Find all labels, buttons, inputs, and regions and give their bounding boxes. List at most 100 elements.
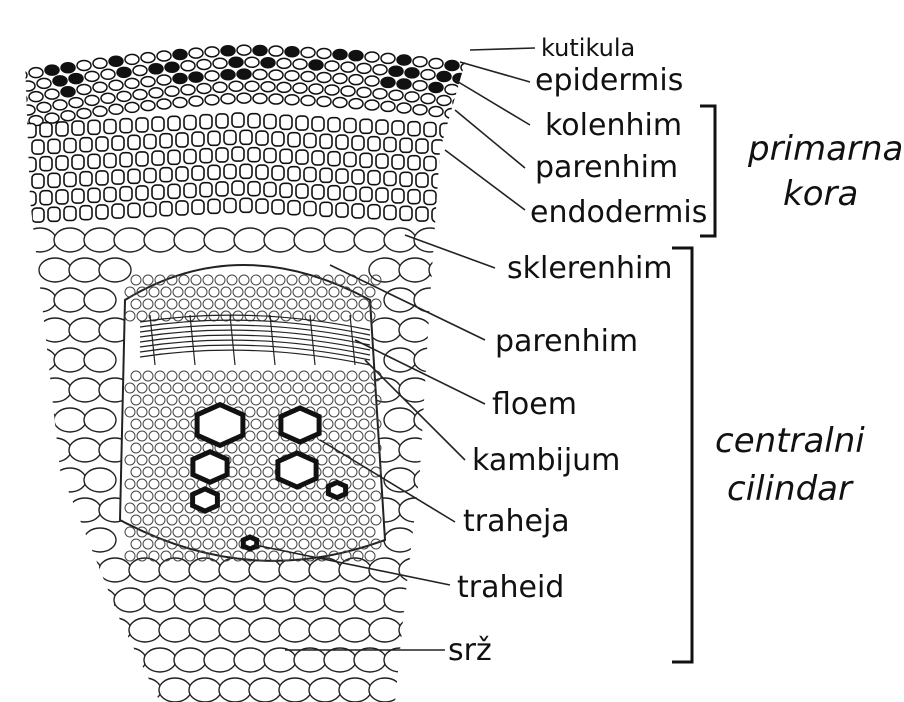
pith-cell: [39, 498, 71, 522]
epidermis-cell: [365, 76, 379, 86]
cortex-cell: [400, 138, 412, 152]
epidermis-cell: [21, 81, 35, 91]
pith-cell: [114, 588, 146, 612]
pith-cell: [429, 438, 461, 462]
pith-cell: [54, 348, 86, 372]
cortex-cell: [360, 119, 372, 133]
epidermis-cell: [357, 63, 371, 73]
pith-cell: [204, 588, 236, 612]
epidermis-cell: [405, 92, 419, 102]
cortex-cell: [72, 121, 84, 135]
epidermis-cell: [349, 99, 363, 109]
epidermis-cell: [125, 102, 139, 112]
epidermis-cell: [77, 60, 91, 70]
epidermis-cell: [125, 54, 139, 64]
cortex-cell: [328, 152, 340, 166]
pith-cell: [399, 618, 431, 642]
epidermis-cell: [141, 77, 155, 87]
cortex-cell: [352, 170, 364, 184]
cortex-cell: [184, 116, 196, 130]
epidermis-cell: [437, 95, 451, 105]
cortex-cell: [152, 185, 164, 199]
pith-cell: [174, 228, 206, 252]
pith-cell: [54, 648, 86, 672]
epidermis-cell: [237, 45, 251, 55]
cortex-cell: [200, 183, 212, 197]
epidermis-cell: [453, 74, 467, 84]
tissue-illustration: [13, 45, 483, 702]
epidermis-cell: [341, 86, 355, 96]
epidermis-cell: [189, 72, 203, 82]
parenchyma-cell: [131, 275, 141, 285]
cortex-cell: [304, 202, 316, 216]
epidermis-cell: [69, 74, 83, 84]
pith-cell: [129, 678, 161, 702]
cortex-cell: [56, 156, 68, 170]
pith-cell: [309, 618, 341, 642]
pith-cell: [384, 648, 416, 672]
cortex-cell: [360, 153, 372, 167]
pith-cell: [84, 348, 116, 372]
epidermis-cell: [101, 93, 115, 103]
cortex-cell: [40, 191, 52, 205]
pith-cell: [189, 558, 221, 582]
pith-cell: [69, 498, 101, 522]
cortex-cell: [40, 123, 52, 137]
pith-cell: [99, 618, 131, 642]
cortex-cell: [400, 172, 412, 186]
cortex-cell: [168, 184, 180, 198]
pith-cell: [99, 558, 131, 582]
pith-cell: [399, 258, 431, 282]
pith-cell: [414, 408, 446, 432]
cortex-cell: [48, 207, 60, 221]
cortex-cell: [160, 202, 172, 216]
cortex-cell: [120, 153, 132, 167]
pith-cell: [414, 648, 446, 672]
cortex-cell: [456, 124, 468, 138]
epidermis-cell: [13, 118, 27, 128]
epidermis-cell: [397, 79, 411, 89]
epidermis-cell: [389, 66, 403, 76]
epidermis-cell: [309, 60, 323, 70]
epidermis-cell: [173, 74, 187, 84]
epidermis-cell: [333, 74, 347, 84]
pith-cell: [39, 558, 71, 582]
epidermis-cell: [301, 96, 315, 106]
pith-cell: [54, 468, 86, 492]
cortex-cell: [296, 150, 308, 164]
epidermis-cell: [93, 82, 107, 92]
pith-cell: [24, 468, 56, 492]
epidermis-cell: [381, 77, 395, 87]
cortex-cell: [416, 173, 428, 187]
epidermis-cell: [229, 57, 243, 67]
cortex-cell: [416, 139, 428, 153]
epidermis-cell: [117, 91, 131, 101]
epidermis-cell: [269, 94, 283, 104]
cortex-cell: [224, 165, 236, 179]
cortex-cell: [184, 150, 196, 164]
leader-epidermis: [460, 62, 530, 82]
cortex-cell: [336, 135, 348, 149]
pith-cell: [294, 648, 326, 672]
cortex-cell: [240, 130, 252, 144]
epidermis-cell: [461, 111, 475, 121]
pith-cell: [39, 318, 71, 342]
pith-cell: [84, 648, 116, 672]
label-traheja: traheja: [463, 504, 570, 539]
epidermis-cell: [285, 71, 299, 81]
cortex-cell: [312, 185, 324, 199]
cortex-cell: [432, 140, 444, 154]
pith-cell: [429, 318, 461, 342]
pith-cell: [69, 258, 101, 282]
cortex-cell: [440, 191, 452, 205]
epidermis-cell: [173, 98, 187, 108]
cortex-cell: [288, 201, 300, 215]
pith-cell: [399, 318, 431, 342]
cortex-cell: [408, 122, 420, 136]
epidermis-cell: [445, 108, 459, 118]
epidermis-cell: [189, 48, 203, 58]
epidermis-cell: [325, 85, 339, 95]
cortex-cell: [344, 153, 356, 167]
leader-kolenhim: [455, 80, 530, 125]
pith-cell: [369, 618, 401, 642]
